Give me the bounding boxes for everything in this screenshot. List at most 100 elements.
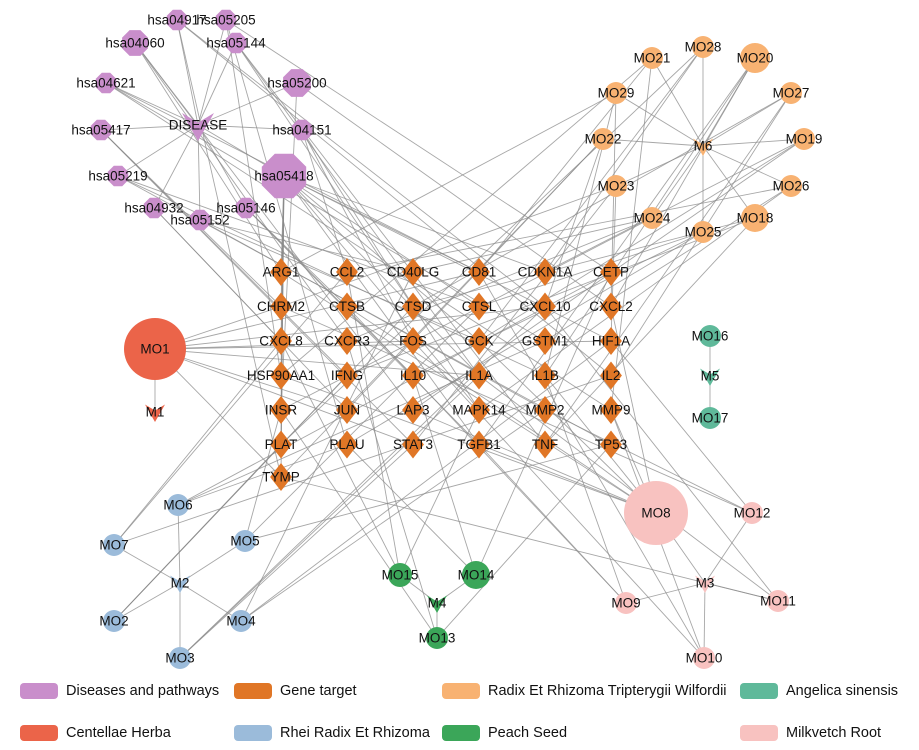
node-tp53[interactable] xyxy=(600,430,622,459)
node-mo20[interactable] xyxy=(740,43,770,73)
node-mo14[interactable] xyxy=(462,561,490,589)
node-hsa04917[interactable] xyxy=(166,9,188,31)
node-cdkn1a[interactable] xyxy=(534,258,556,286)
node-hsa04151[interactable] xyxy=(291,119,313,141)
node-mo2[interactable] xyxy=(103,610,125,632)
node-hsa04932[interactable] xyxy=(143,197,165,219)
node-lap3[interactable] xyxy=(402,396,424,424)
node-mo5[interactable] xyxy=(234,530,256,552)
node-mo29[interactable] xyxy=(605,82,627,104)
node-m4[interactable] xyxy=(427,595,447,614)
node-mo18[interactable] xyxy=(741,204,769,232)
node-mo3[interactable] xyxy=(169,647,191,669)
node-mo19[interactable] xyxy=(793,128,815,150)
node-mo9[interactable] xyxy=(615,592,637,614)
node-arg1[interactable] xyxy=(270,258,292,286)
node-mo10[interactable] xyxy=(693,647,715,669)
label-hsa05144: hsa05144 xyxy=(206,36,266,51)
node-m3[interactable] xyxy=(695,575,715,594)
node-jun[interactable] xyxy=(336,396,358,424)
node-hsa05152[interactable] xyxy=(189,209,211,231)
node-cxcl10[interactable] xyxy=(534,292,556,321)
node-hsp90aa1[interactable] xyxy=(270,361,292,390)
node-mo13[interactable] xyxy=(426,627,448,649)
node-ctsl[interactable] xyxy=(468,292,490,321)
node-mo27[interactable] xyxy=(780,82,802,104)
node-mo26[interactable] xyxy=(780,175,802,197)
node-mo8[interactable] xyxy=(624,481,688,545)
node-disease[interactable] xyxy=(182,113,214,141)
node-m2[interactable] xyxy=(170,575,190,594)
node-plau[interactable] xyxy=(336,430,358,459)
node-hsa05200[interactable] xyxy=(283,69,311,97)
node-hsa05205[interactable] xyxy=(215,9,237,31)
node-il2[interactable] xyxy=(600,361,622,390)
node-mo25[interactable] xyxy=(692,221,714,243)
node-mo12[interactable] xyxy=(741,502,763,524)
edge-mo26-ccl2 xyxy=(346,185,792,273)
node-mo1[interactable] xyxy=(124,318,186,380)
node-mo23[interactable] xyxy=(605,175,627,197)
node-mo22[interactable] xyxy=(592,128,614,150)
edge-fos-hsa04151 xyxy=(301,129,414,342)
node-plat[interactable] xyxy=(270,430,292,459)
legend-swatch xyxy=(740,725,778,741)
node-mo21[interactable] xyxy=(641,47,663,69)
node-hsa05219[interactable] xyxy=(107,165,129,187)
node-m5[interactable] xyxy=(700,368,720,387)
node-mo16[interactable] xyxy=(699,325,721,347)
node-gstm1[interactable] xyxy=(534,327,556,355)
label-il10: IL10 xyxy=(400,368,426,383)
node-il1a[interactable] xyxy=(468,361,490,390)
node-cxcl2[interactable] xyxy=(600,292,622,321)
node-gck[interactable] xyxy=(468,327,490,355)
node-ctsd[interactable] xyxy=(402,292,424,321)
node-fos[interactable] xyxy=(402,327,424,355)
node-il1b[interactable] xyxy=(534,361,556,390)
edge-mo8-ctsb xyxy=(346,306,657,514)
node-hsa04060[interactable] xyxy=(122,30,148,56)
node-mo17[interactable] xyxy=(699,407,721,429)
node-mo11[interactable] xyxy=(767,590,789,612)
node-mo4[interactable] xyxy=(230,610,252,632)
node-mo7[interactable] xyxy=(103,534,125,556)
node-mo6[interactable] xyxy=(167,494,189,516)
node-mo24[interactable] xyxy=(641,207,663,229)
node-cxcl8[interactable] xyxy=(270,327,292,355)
edge-mo1-jun xyxy=(154,348,348,411)
node-mo15[interactable] xyxy=(388,563,412,587)
node-cd40lg[interactable] xyxy=(402,258,424,286)
node-hif1a[interactable] xyxy=(600,327,622,355)
node-m1[interactable] xyxy=(145,404,165,423)
node-ccl2[interactable] xyxy=(336,258,358,286)
edge-hsa05144-disease xyxy=(197,42,237,126)
node-hsa04621[interactable] xyxy=(95,72,117,94)
node-stat3[interactable] xyxy=(402,430,424,459)
legend-label: Radix Et Rhizoma Tripterygii Wilfordii xyxy=(488,683,727,699)
node-hsa05144[interactable] xyxy=(225,32,247,54)
label-il1a: IL1A xyxy=(465,368,493,383)
label-hsa05200: hsa05200 xyxy=(267,76,326,91)
node-cxcr3[interactable] xyxy=(336,327,358,355)
node-chrm2[interactable] xyxy=(270,292,292,321)
node-m6[interactable] xyxy=(693,138,713,157)
node-ifng[interactable] xyxy=(336,361,358,390)
edge-stat3-hsa05417 xyxy=(100,129,414,445)
node-hsa05418[interactable] xyxy=(261,153,307,199)
edge-mo11-tymp xyxy=(280,476,779,602)
node-tnf[interactable] xyxy=(534,430,556,459)
node-cd81[interactable] xyxy=(468,258,490,286)
node-insr[interactable] xyxy=(270,396,292,424)
node-ctsb[interactable] xyxy=(336,292,358,321)
node-tymp[interactable] xyxy=(270,463,292,491)
node-mapk14[interactable] xyxy=(468,396,490,424)
node-hsa05417[interactable] xyxy=(90,119,112,141)
node-il10[interactable] xyxy=(402,361,424,390)
node-tgfb1[interactable] xyxy=(468,430,490,459)
node-cetp[interactable] xyxy=(600,258,622,286)
node-mmp2[interactable] xyxy=(534,396,556,424)
node-hsa05146[interactable] xyxy=(235,197,257,219)
node-mo28[interactable] xyxy=(692,36,714,58)
edge-mo4-mmp2 xyxy=(240,409,546,622)
node-mmp9[interactable] xyxy=(600,396,622,424)
